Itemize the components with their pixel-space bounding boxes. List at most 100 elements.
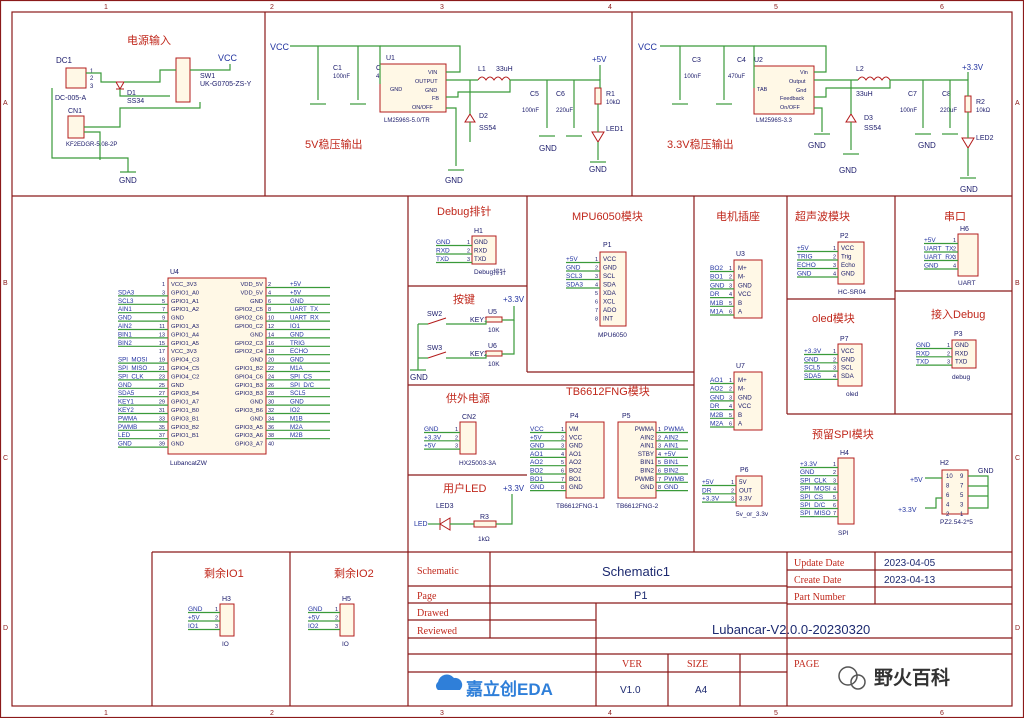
u4-left-net-label: SDA5	[118, 390, 135, 397]
u4-left-net-label: BIN2	[118, 340, 132, 347]
u4-part: LubancatZW	[170, 460, 208, 467]
u7-pins-pin-number: 3	[729, 395, 732, 401]
h1-pins-pin-number: 2	[467, 249, 470, 255]
svg-text:SW3: SW3	[427, 345, 442, 352]
u4-left-pin-number: 7	[162, 307, 165, 313]
u4-right-pin-number: 6	[268, 299, 271, 305]
u4-left-net-label: PWMA	[118, 415, 138, 422]
svg-text:OUTPUT: OUTPUT	[415, 79, 438, 85]
svg-text:H4: H4	[840, 450, 849, 457]
u4-left-net-label: BIN1	[118, 331, 132, 338]
u4-left-net-label: SPI_CLK	[118, 373, 144, 380]
u4-left-pin-number: 19	[159, 358, 165, 364]
svg-text:LED1: LED1	[606, 126, 624, 133]
grid-row-d-left: D	[3, 625, 8, 632]
p4-pins-pin-name: GND	[569, 484, 583, 491]
u7-pins-net-label: AO2	[710, 386, 723, 393]
p5-pin-name: AIN2	[640, 434, 654, 441]
inner-frame	[11, 11, 1013, 707]
u3-pins-pin-name: M+	[738, 265, 747, 272]
h6-pins-pin-number: 1	[953, 238, 956, 244]
svg-text:+3.3V: +3.3V	[962, 63, 984, 72]
cn2-pins-pin-number: 3	[455, 444, 458, 450]
u4-left-pin-name: GPIO1_B1	[171, 433, 199, 439]
u4-left-pin-number: 9	[162, 316, 165, 322]
u4-left-net-label: PWMB	[118, 424, 137, 431]
d1-part: SS34	[127, 98, 144, 105]
svg-text:SIZE: SIZE	[687, 659, 708, 670]
u4-body	[167, 277, 267, 455]
p5-pin-name: BIN1	[640, 459, 654, 466]
p7-pins-pin-name: VCC	[841, 348, 855, 355]
svg-text:+3.3V: +3.3V	[503, 484, 525, 493]
r2-resistor	[964, 95, 972, 113]
h4-pins-net-label: SPI_MISO	[800, 510, 831, 517]
p5-net-label: +5V	[664, 451, 676, 458]
p4-pins-pin-name: GND	[569, 443, 583, 450]
svg-text:IO: IO	[342, 641, 349, 648]
u4-right-net-label: M2B	[290, 432, 303, 439]
u4-right-pin-number: 12	[268, 324, 274, 330]
svg-text:GND: GND	[539, 144, 557, 153]
svg-text:GND: GND	[839, 166, 857, 175]
u4-right-pin-name: GPIO3_A6	[235, 433, 263, 439]
u3-pins-pin-name: B	[738, 300, 742, 307]
p3-pins-pin-number: 1	[947, 343, 950, 349]
u6-resistor	[485, 350, 503, 357]
svg-text:100nF: 100nF	[684, 74, 701, 80]
svg-text:C5: C5	[530, 91, 539, 98]
u4-right-net-label: IO1	[290, 323, 301, 330]
p5-pin-name: PWMB	[635, 476, 654, 483]
u3-pins-pin-number: 3	[729, 283, 732, 289]
h4-pins-net-label: GND	[800, 469, 815, 476]
svg-text:1: 1	[90, 69, 94, 75]
p2-pins-net-label: TRIG	[797, 254, 813, 261]
p3-pins-pin-name: TXD	[955, 359, 968, 366]
h4-pins-pin-number: 1	[833, 462, 836, 468]
u1-part: LM2596S-5.0/TR	[384, 118, 430, 124]
svg-text:P6: P6	[740, 467, 749, 474]
u4-left-pin-name: GPIO1_A7	[171, 400, 199, 406]
u4-right-pin-number: 34	[268, 416, 274, 422]
p7-module	[837, 343, 863, 387]
svg-text:U5: U5	[488, 309, 497, 316]
u7-pins-pin-name: B	[738, 412, 742, 419]
u4-right-net-label: M2A	[290, 424, 304, 431]
p4-pins-net-label: AO1	[530, 451, 543, 458]
p4-pins-pin-number: 5	[561, 460, 564, 466]
u4-left-pin-number: 15	[159, 341, 165, 347]
u4-right-net-label: ECHO	[290, 348, 308, 355]
u7-pins-pin-name: M+	[738, 377, 747, 384]
svg-text:R1: R1	[606, 91, 615, 98]
u3-pins-net-label: BO2	[710, 265, 723, 272]
p2-pins-net-label: ECHO	[797, 262, 816, 269]
u1-chip	[379, 63, 447, 113]
d1-diode-icon	[115, 81, 125, 91]
u3-pins-net-label: BO1	[710, 274, 723, 281]
tb-ver-value: V1.0	[620, 685, 641, 696]
u4-left-pin-number: 27	[159, 391, 165, 397]
h4-pins: 1+3.3V2GND3SPI_CLK4SPI_MOSI5SPI_CS6SPI_D…	[800, 461, 838, 518]
p3-pins-pin-name: RXD	[955, 350, 969, 357]
p5-pin-number: 4	[658, 452, 661, 458]
u4-left-pin-number: 21	[159, 366, 165, 372]
p2-pins-pin-number: 1	[833, 246, 836, 252]
svg-text:P1: P1	[603, 242, 612, 249]
h5-pins-pin-number: 2	[335, 616, 338, 622]
h5-pins-net-label: +5V	[308, 615, 320, 622]
svg-text:HX25003-3A: HX25003-3A	[459, 460, 497, 467]
svg-text:LED: LED	[414, 521, 428, 528]
u4-left-pin-number: 25	[159, 383, 165, 389]
svg-text:LED3: LED3	[436, 503, 454, 510]
h1-pins-net-label: TXD	[436, 256, 449, 263]
svg-text:LED2: LED2	[976, 135, 994, 142]
svg-text:SS54: SS54	[864, 125, 881, 132]
h1-pins-pin-name: RXD	[474, 248, 488, 255]
